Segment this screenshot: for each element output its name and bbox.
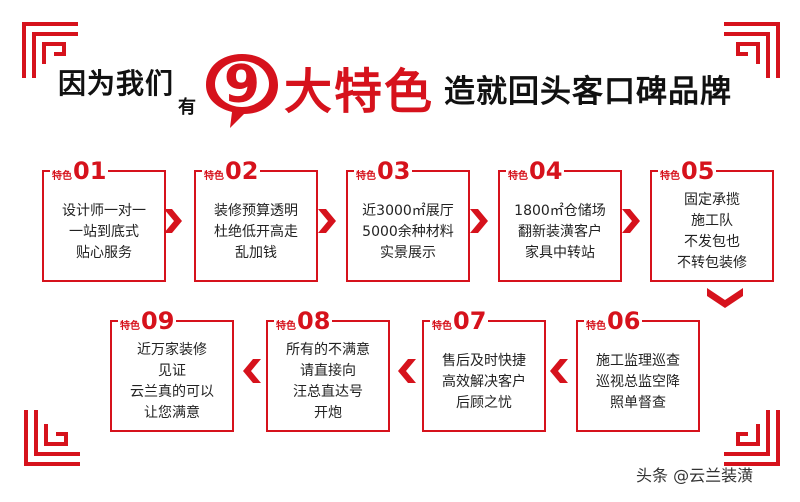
feature-tag-label: 特色 [432, 321, 452, 332]
feature-tag-label: 特色 [276, 321, 296, 332]
feature-line: 照单督查 [610, 394, 666, 411]
headline-big: 大特色 [284, 64, 435, 120]
chevron-left-icon [396, 357, 418, 385]
feature-number: 09 [141, 307, 175, 335]
chevron-down-icon [705, 286, 745, 310]
chevron-right-icon [316, 207, 338, 235]
feature-line: 贴心服务 [76, 244, 132, 261]
feature-line: 翻新装潢客户 [518, 223, 602, 240]
feature-text: 装修预算透明杜绝低开高走乱加钱 [196, 188, 316, 276]
feature-number: 06 [607, 307, 641, 335]
feature-line: 不发包也 [684, 234, 740, 250]
feature-text: 设计师一对一一站到底式贴心服务 [44, 188, 164, 276]
feature-tag-label: 特色 [586, 321, 606, 332]
feature-line: 设计师一对一 [62, 202, 146, 219]
feature-line: 固定承揽 [684, 192, 740, 208]
feature-line: 高效解决客户 [442, 373, 526, 390]
feature-line: 开炮 [314, 405, 342, 421]
feature-line: 请直接向 [300, 363, 356, 379]
headline-small: 有 [178, 97, 196, 118]
feature-number: 01 [73, 157, 107, 185]
corner-ornament-top-right-icon [722, 20, 782, 80]
feature-line: 后顾之忧 [456, 394, 512, 411]
feature-line: 乱加钱 [235, 244, 277, 261]
feature-line: 所有的不满意 [286, 342, 370, 358]
headline-right: 造就回头客口碑品牌 [444, 74, 732, 110]
feature-line: 杜绝低开高走 [214, 223, 298, 240]
feature-number: 05 [681, 157, 715, 185]
feature-tag-label: 特色 [660, 171, 680, 182]
feature-line: 汪总直达号 [293, 384, 363, 400]
feature-line: 一站到底式 [69, 223, 139, 240]
feature-tag-label: 特色 [120, 321, 140, 332]
feature-line: 让您满意 [144, 405, 200, 421]
feature-tag-label: 特色 [52, 171, 72, 182]
feature-line: 近3000㎡展厅 [362, 202, 454, 219]
chevron-left-icon [548, 357, 570, 385]
chevron-right-icon [620, 207, 642, 235]
feature-number: 08 [297, 307, 331, 335]
headline-left: 因为我们 [58, 67, 175, 100]
feature-line: 近万家装修 [137, 342, 207, 358]
feature-line: 施工监理巡查 [596, 352, 680, 369]
feature-text: 售后及时快捷高效解决客户后顾之忧 [424, 338, 544, 426]
feature-number: 03 [377, 157, 411, 185]
feature-line: 装修预算透明 [214, 202, 298, 219]
feature-tag-label: 特色 [204, 171, 224, 182]
feature-text: 所有的不满意请直接向汪总直达号开炮 [268, 338, 388, 426]
feature-number: 02 [225, 157, 259, 185]
corner-ornament-bottom-right-icon [722, 408, 782, 468]
feature-text: 近万家装修见证云兰真的可以让您满意 [112, 338, 232, 426]
watermark: 头条 @云兰装潢 [636, 466, 754, 485]
corner-ornament-top-left-icon [20, 20, 80, 80]
speech-bubble-icon [202, 50, 282, 130]
feature-line: 云兰真的可以 [130, 384, 214, 400]
feature-text: 近3000㎡展厅 5000余种材料实景展示 [348, 188, 468, 276]
feature-line: 售后及时快捷 [442, 352, 526, 369]
corner-ornament-bottom-left-icon [22, 408, 82, 468]
headline-number: 9 [223, 55, 261, 115]
feature-tag-label: 特色 [356, 171, 376, 182]
chevron-left-icon [241, 357, 263, 385]
feature-tag-label: 特色 [508, 171, 528, 182]
feature-text: 1800㎡仓储场翻新装潢客户家具中转站 [500, 188, 620, 276]
feature-line: 施工队 [691, 213, 733, 229]
feature-line: 见证 [158, 363, 186, 379]
feature-text: 施工监理巡查巡视总监空降照单督查 [578, 338, 698, 426]
feature-line: 实景展示 [380, 244, 436, 261]
feature-number: 07 [453, 307, 487, 335]
chevron-right-icon [162, 207, 184, 235]
feature-line: 5000余种材料 [362, 223, 454, 240]
feature-line: 1800㎡仓储场 [514, 202, 606, 219]
feature-line: 家具中转站 [525, 244, 595, 261]
feature-text: 固定承揽施工队不发包也不转包装修 [652, 188, 772, 276]
feature-line: 不转包装修 [677, 255, 747, 271]
chevron-right-icon [468, 207, 490, 235]
feature-number: 04 [529, 157, 563, 185]
feature-line: 巡视总监空降 [596, 373, 680, 390]
